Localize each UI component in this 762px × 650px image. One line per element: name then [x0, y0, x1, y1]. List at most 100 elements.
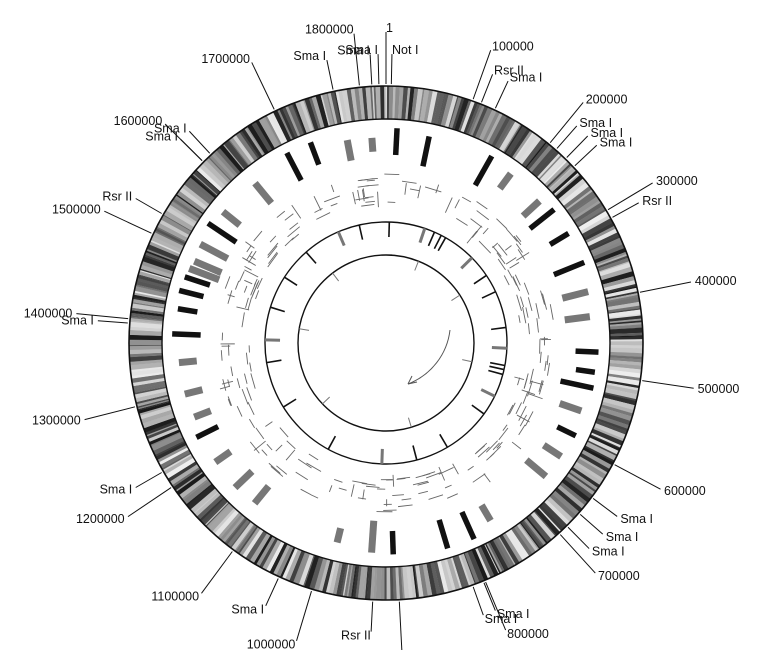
feature-bar — [552, 259, 586, 278]
band-segment — [364, 566, 370, 600]
band-segment — [599, 407, 633, 422]
segment-glyph — [518, 405, 527, 421]
segment-glyph — [316, 212, 331, 220]
band-segment — [587, 437, 620, 455]
band-segment — [406, 565, 413, 599]
band-segment — [595, 420, 628, 435]
band-segment — [131, 303, 165, 313]
band-segment — [129, 348, 163, 355]
band-segment — [142, 256, 176, 272]
band-segment — [452, 556, 465, 589]
band-segment — [299, 99, 314, 133]
band-segment — [259, 537, 279, 569]
band-segment — [574, 461, 605, 483]
segment-glyph — [238, 271, 245, 282]
segment-glyph — [492, 245, 502, 257]
band-segment — [205, 157, 232, 184]
band-segment — [234, 134, 256, 163]
site-leader-line — [265, 578, 279, 606]
band-segment — [511, 130, 533, 160]
band-segment — [370, 566, 376, 600]
segment-glyph — [471, 230, 479, 238]
band-segment — [386, 86, 388, 120]
outer-ring-bands — [129, 86, 643, 600]
segment-glyph — [538, 380, 543, 392]
band-segment — [189, 174, 217, 199]
band-segment — [386, 566, 391, 600]
band-segment — [291, 103, 306, 135]
segment-glyph — [483, 473, 491, 483]
band-segment — [458, 99, 472, 132]
band-segment — [478, 109, 497, 141]
band-segment — [609, 345, 643, 349]
band-segment — [458, 554, 472, 587]
middle-tick — [488, 369, 504, 376]
band-segment — [565, 189, 594, 211]
band-segment — [139, 269, 172, 281]
band-segment — [342, 563, 350, 597]
segment-glyph — [401, 180, 417, 184]
position-label: 500000 — [698, 382, 740, 396]
band-segment — [133, 386, 167, 395]
segment-glyph — [444, 197, 453, 213]
segment-glyph — [250, 373, 256, 389]
band-segment — [148, 429, 181, 445]
band-segment — [222, 143, 245, 171]
segment-glyph — [528, 393, 543, 400]
band-segment — [398, 86, 404, 120]
band-segment — [516, 523, 539, 552]
band-segment — [606, 380, 640, 389]
site-leader-line — [566, 135, 589, 158]
site-leader-line — [472, 586, 484, 616]
band-segment — [589, 435, 621, 452]
segment-glyph — [470, 218, 483, 228]
segment-glyph — [511, 441, 522, 450]
middle-tick — [460, 256, 473, 270]
band-segment — [272, 544, 291, 576]
band-segment — [606, 296, 640, 308]
feature-bar — [252, 180, 275, 206]
segment-glyph — [366, 179, 375, 182]
segment-glyph — [261, 449, 268, 456]
segment-glyph — [370, 178, 378, 180]
segment-glyph — [461, 196, 472, 203]
band-segment — [609, 322, 643, 327]
segment-glyph — [498, 427, 509, 441]
middle-tick — [380, 448, 384, 464]
segment-glyph — [454, 199, 460, 209]
segment-glyph — [227, 290, 233, 304]
band-segment — [602, 397, 636, 411]
band-segment — [208, 156, 232, 182]
segment-glyph — [267, 245, 278, 259]
restriction-site-label: Sma I — [620, 512, 653, 526]
segment-glyph — [365, 184, 379, 187]
band-segment — [604, 287, 638, 298]
feature-bar — [524, 457, 549, 480]
middle-tick — [412, 445, 418, 461]
band-segment — [133, 383, 167, 393]
band-segment — [129, 345, 163, 351]
feature-bar — [548, 231, 570, 247]
band-segment — [129, 334, 163, 341]
segment-glyph — [435, 184, 440, 194]
band-segment — [561, 478, 591, 503]
band-segment — [295, 100, 311, 134]
band-segment — [534, 507, 561, 536]
middle-tick — [433, 234, 442, 250]
segment-glyph — [512, 277, 518, 286]
band-segment — [352, 565, 360, 599]
middle-tick — [282, 398, 297, 408]
band-segment — [538, 504, 565, 532]
band-segment — [604, 285, 637, 294]
segment-glyph — [540, 290, 546, 305]
inner-ring — [297, 254, 475, 432]
band-segment — [375, 86, 382, 120]
band-segment — [146, 424, 179, 440]
segment-glyph — [247, 297, 252, 311]
band-segment — [138, 274, 171, 285]
band-segment — [555, 174, 584, 200]
band-segment — [569, 196, 600, 219]
band-segment — [575, 205, 606, 227]
band-segment — [330, 91, 341, 125]
band-segment — [566, 190, 596, 214]
